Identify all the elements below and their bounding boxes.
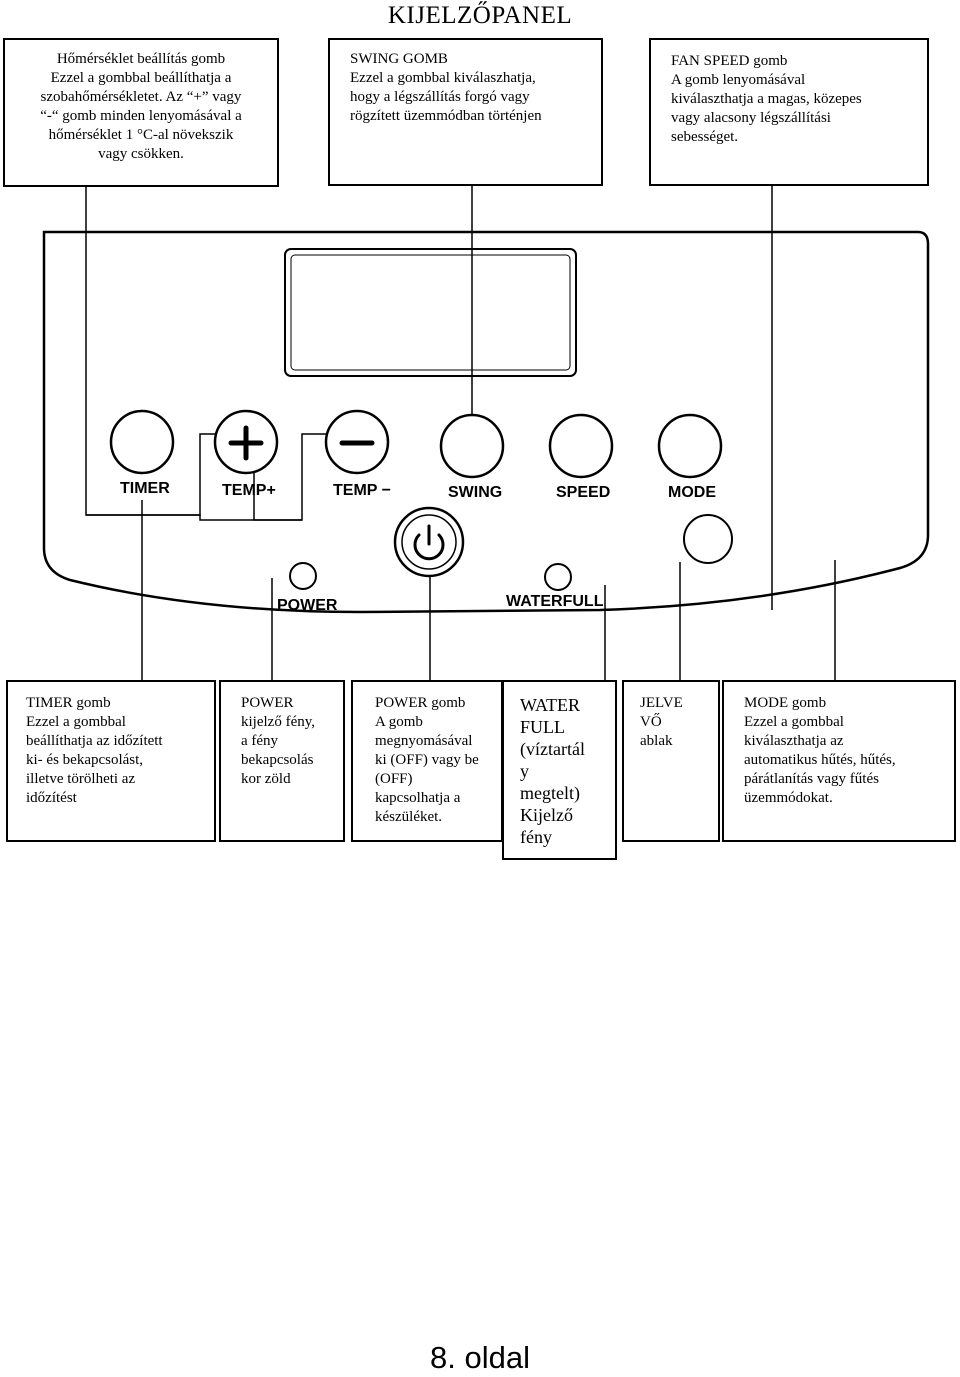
power-icon (413, 524, 445, 561)
temp-minus-label: TEMP − (333, 482, 391, 499)
sensor-window-callout: JELVE VŐ ablak (622, 680, 720, 842)
temp-plus-label: TEMP+ (222, 482, 276, 499)
power-indicator-light (289, 562, 317, 590)
swing-label: SWING (448, 484, 502, 501)
water-full-callout: WATER FULL (víztartál y megtelt) Kijelző… (502, 680, 617, 860)
sensor-window (683, 514, 733, 564)
timer-callout: TIMER gomb Ezzel a gombbal beállíthatja … (6, 680, 216, 842)
page-title: KIJELZŐPANEL (387, 2, 573, 29)
power-label: POWER (277, 597, 338, 614)
speed-button[interactable] (548, 413, 614, 479)
plus-icon (228, 425, 264, 461)
swing-callout: SWING GOMB Ezzel a gombbal kiválaszhatja… (328, 38, 603, 186)
power-light-callout: POWER kijelző fény, a fény bekapcsolás k… (219, 680, 345, 842)
panel-outline (42, 230, 930, 614)
power-light-text: POWER kijelző fény, a fény bekapcsolás k… (241, 695, 315, 787)
power-button-callout: POWER gomb A gomb megnyomásával ki (OFF)… (351, 680, 503, 842)
mode-button[interactable] (657, 413, 723, 479)
swing-text: SWING GOMB Ezzel a gombbal kiválaszhatja… (350, 51, 542, 124)
water-full-text: WATER FULL (víztartál y megtelt) Kijelző… (520, 695, 585, 847)
fan-speed-callout: FAN SPEED gomb A gomb lenyomásával kivál… (649, 38, 929, 186)
timer-button[interactable] (109, 409, 175, 475)
timer-label: TIMER (120, 480, 170, 497)
display-window (284, 248, 577, 377)
waterfull-indicator-light (544, 563, 572, 591)
power-button-text: POWER gomb A gomb megnyomásával ki (OFF)… (375, 695, 479, 825)
timer-text: TIMER gomb Ezzel a gombbal beállíthatja … (26, 695, 163, 806)
page-number: 8. oldal (430, 1340, 530, 1375)
mode-callout: MODE gomb Ezzel a gombbal kiválaszthatja… (722, 680, 956, 842)
sensor-window-text: JELVE VŐ ablak (640, 695, 683, 749)
swing-button[interactable] (439, 413, 505, 479)
temp-setting-callout: Hőmérséklet beállítás gomb Ezzel a gombb… (3, 38, 279, 187)
temp-setting-text: Hőmérséklet beállítás gomb Ezzel a gombb… (40, 51, 242, 162)
speed-label: SPEED (556, 484, 610, 501)
mode-label: MODE (668, 484, 716, 501)
fan-speed-text: FAN SPEED gomb A gomb lenyomásával kivál… (671, 53, 862, 145)
waterfull-label: WATERFULL (506, 593, 604, 610)
mode-text: MODE gomb Ezzel a gombbal kiválaszthatja… (744, 695, 896, 806)
